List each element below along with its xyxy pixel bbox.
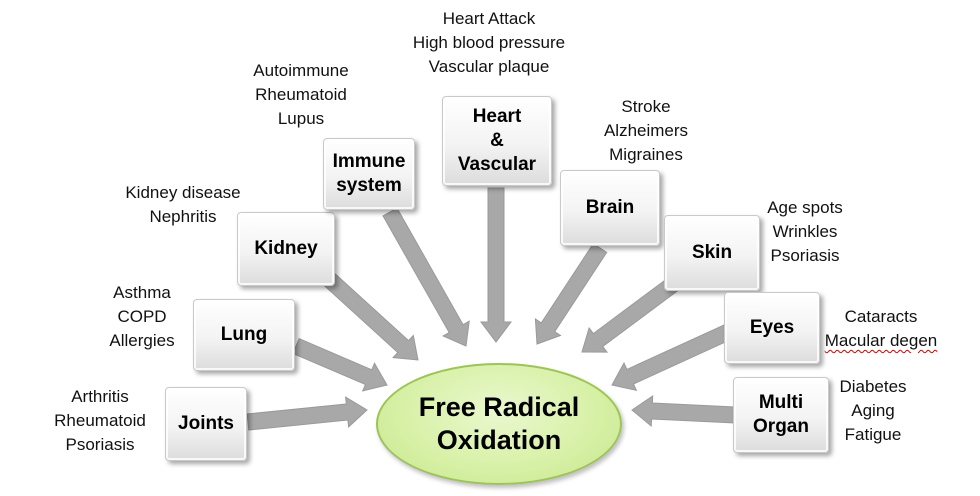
organ-box-immune: Immune system	[323, 138, 415, 210]
organ-label-line: Lung	[220, 324, 268, 346]
notes-multi: Diabetes Aging Fatigue	[828, 375, 918, 447]
condition-text: Age spots	[767, 198, 843, 217]
condition-text: High blood pressure	[412, 33, 566, 52]
arrow-from-heart	[480, 187, 512, 343]
organ-label-line: Eyes	[749, 317, 795, 339]
notes-brain: Stroke Alzheimers Migraines	[590, 95, 702, 167]
center-title-line2: Oxidation	[436, 425, 562, 455]
organ-label-line: system	[336, 175, 402, 196]
organ-label-line: Joints	[178, 413, 234, 435]
center-ellipse: Free Radical Oxidation	[376, 363, 622, 485]
center-title-line1: Free Radical	[418, 392, 580, 422]
condition-text: COPD	[117, 307, 167, 326]
organ-box-heart: Heart & Vascular	[442, 96, 552, 186]
organ-box-multi: Multi Organ	[733, 377, 829, 453]
condition-text: Autoimmune	[253, 61, 349, 80]
condition-text: Diabetes	[839, 377, 907, 396]
arrow-from-multi	[631, 395, 736, 428]
condition-text: Fatigue	[844, 425, 902, 444]
condition-text: Aging	[851, 401, 895, 420]
organ-label-line: &	[490, 130, 504, 152]
organ-label-line: Organ	[753, 416, 809, 437]
notes-kidney: Kidney disease Nephritis	[108, 181, 258, 229]
condition-text: Alzheimers	[603, 121, 689, 140]
arrow-from-joints	[246, 396, 368, 431]
organ-label-line: Immune	[332, 151, 406, 173]
arrow-from-skin	[581, 274, 682, 353]
organ-label-line: Brain	[585, 197, 635, 219]
organ-label-line: Kidney	[254, 238, 318, 260]
condition-text: Wrinkles	[772, 222, 838, 241]
organ-box-eyes: Eyes	[724, 292, 820, 364]
organ-box-skin: Skin	[664, 215, 760, 291]
organ-box-lung: Lung	[193, 299, 295, 371]
condition-text: Rheumatoid	[255, 85, 347, 104]
condition-text: Macular degen	[824, 331, 938, 350]
notes-immune: Autoimmune Rheumatoid Lupus	[236, 59, 366, 131]
condition-text: Cataracts	[844, 307, 918, 326]
condition-text: Kidney disease	[125, 183, 241, 202]
organ-label-line: Heart	[472, 106, 522, 128]
condition-text: Arthritis	[71, 387, 129, 406]
condition-text: Vascular plaque	[428, 57, 550, 76]
condition-text: Rheumatoid	[54, 411, 146, 430]
organ-box-joints: Joints	[165, 387, 247, 461]
notes-lung: Asthma COPD Allergies	[94, 281, 190, 353]
condition-text: Stroke	[621, 97, 671, 116]
condition-text: Migraines	[609, 145, 683, 164]
organ-box-kidney: Kidney	[237, 212, 335, 286]
notes-skin: Age spots Wrinkles Psoriasis	[755, 196, 855, 268]
arrow-from-kidney	[323, 273, 419, 361]
condition-text: Psoriasis	[770, 246, 840, 265]
condition-text: Asthma	[113, 283, 171, 302]
notes-eyes: Cataracts Macular degen	[812, 305, 950, 353]
condition-text: Heart Attack	[442, 9, 536, 28]
notes-heart: Heart Attack High blood pressure Vascula…	[393, 7, 585, 79]
organ-label-line: Skin	[691, 242, 733, 264]
arrow-from-eyes	[611, 324, 732, 392]
organ-label-line: Multi	[758, 392, 804, 414]
condition-text: Lupus	[277, 109, 325, 128]
notes-joints: Arthritis Rheumatoid Psoriasis	[38, 385, 162, 457]
organ-label-line: Vascular	[457, 153, 537, 175]
arrow-from-brain	[534, 242, 608, 345]
condition-text: Nephritis	[149, 207, 217, 226]
condition-text: Psoriasis	[65, 435, 135, 454]
organ-box-brain: Brain	[560, 170, 660, 246]
arrow-from-immune	[382, 207, 470, 347]
condition-text: Allergies	[109, 331, 175, 350]
arrow-from-lung	[292, 337, 388, 392]
